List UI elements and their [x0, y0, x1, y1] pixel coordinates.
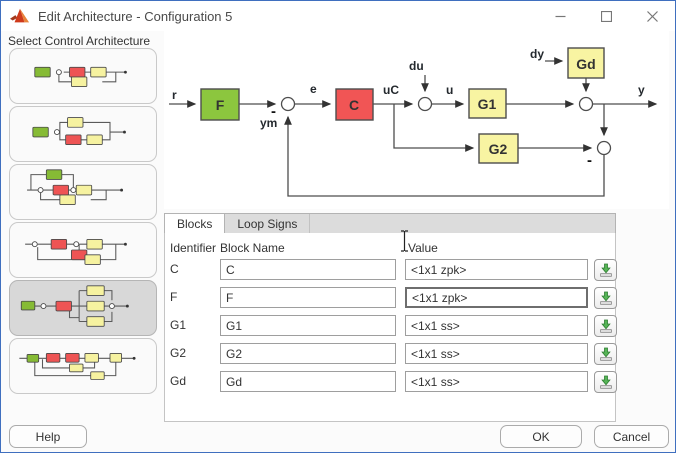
architecture-option-2[interactable] [9, 106, 157, 162]
maximize-button[interactable] [583, 1, 629, 31]
signal-uC: uC [383, 83, 399, 97]
import-icon [599, 375, 612, 389]
sum2-minus-sign: - [587, 152, 592, 169]
architecture-option-6[interactable] [9, 338, 157, 394]
tab-blocks[interactable]: Blocks [165, 214, 226, 236]
architecture-diagram: F C G1 G2 Gd r e uC du u dy y ym - - [164, 31, 669, 209]
block-C-label: C [349, 97, 359, 113]
block-name-input-C[interactable] [220, 259, 396, 280]
block-G2-label: G2 [489, 141, 508, 157]
table-row: C [165, 259, 617, 281]
value-input-G1[interactable] [405, 315, 588, 336]
architecture-option-4[interactable] [9, 222, 157, 278]
title-bar: Edit Architecture - Configuration 5 [1, 1, 675, 31]
sidebar-heading: Select Control Architecture [8, 34, 151, 48]
import-icon [599, 347, 612, 361]
col-header-value: Value [408, 241, 438, 255]
block-G1-label: G1 [478, 96, 497, 112]
import-button-G1[interactable] [594, 315, 617, 337]
help-button[interactable]: Help [9, 425, 87, 448]
import-icon [599, 319, 612, 333]
import-button-G2[interactable] [594, 343, 617, 365]
sum1-minus-sign: - [271, 103, 276, 120]
block-Gd-label: Gd [576, 56, 595, 72]
block-name-input-G2[interactable] [220, 343, 396, 364]
identifier-Gd: Gd [170, 374, 187, 388]
signal-dy: dy [530, 47, 544, 61]
table-row: Gd [165, 371, 617, 393]
signal-r: r [172, 88, 177, 102]
identifier-G2: G2 [170, 346, 187, 360]
table-row: G1 [165, 315, 617, 337]
architecture-option-3[interactable] [9, 164, 157, 220]
signal-du: du [409, 59, 424, 73]
col-header-block-name: Block Name [220, 241, 285, 255]
tab-strip: Blocks Loop Signs [164, 213, 616, 236]
value-input-C[interactable] [405, 259, 588, 280]
architecture-option-1[interactable] [9, 48, 157, 104]
value-input-F[interactable] [405, 287, 588, 308]
blocks-panel: Identifier Block Name Value C F [164, 233, 617, 422]
signal-ym: ym [260, 116, 277, 130]
block-name-input-G1[interactable] [220, 315, 396, 336]
ok-button[interactable]: OK [500, 425, 582, 448]
signal-e: e [310, 82, 317, 96]
identifier-G1: G1 [170, 318, 187, 332]
tab-loop-signs[interactable]: Loop Signs [225, 214, 311, 233]
col-header-identifier: Identifier [170, 241, 217, 255]
import-button-Gd[interactable] [594, 371, 617, 393]
minimize-button[interactable] [537, 1, 583, 31]
identifier-C: C [170, 262, 179, 276]
signal-y: y [638, 83, 645, 97]
block-F-label: F [216, 97, 225, 113]
block-name-input-F[interactable] [220, 287, 396, 308]
import-button-C[interactable] [594, 259, 617, 281]
table-row: G2 [165, 343, 617, 365]
value-input-G2[interactable] [405, 343, 588, 364]
block-name-input-Gd[interactable] [220, 371, 396, 392]
import-icon [599, 263, 612, 277]
window-title: Edit Architecture - Configuration 5 [38, 8, 233, 24]
import-button-F[interactable] [594, 287, 617, 309]
cancel-button[interactable]: Cancel [594, 425, 669, 448]
close-button[interactable] [629, 1, 675, 31]
value-input-Gd[interactable] [405, 371, 588, 392]
ibeam-cursor [401, 230, 408, 252]
import-icon [599, 291, 612, 305]
signal-u: u [446, 83, 453, 97]
identifier-F: F [170, 290, 178, 304]
table-row: F [165, 287, 617, 309]
matlab-logo-icon [10, 8, 30, 23]
architecture-option-5[interactable] [9, 280, 157, 336]
